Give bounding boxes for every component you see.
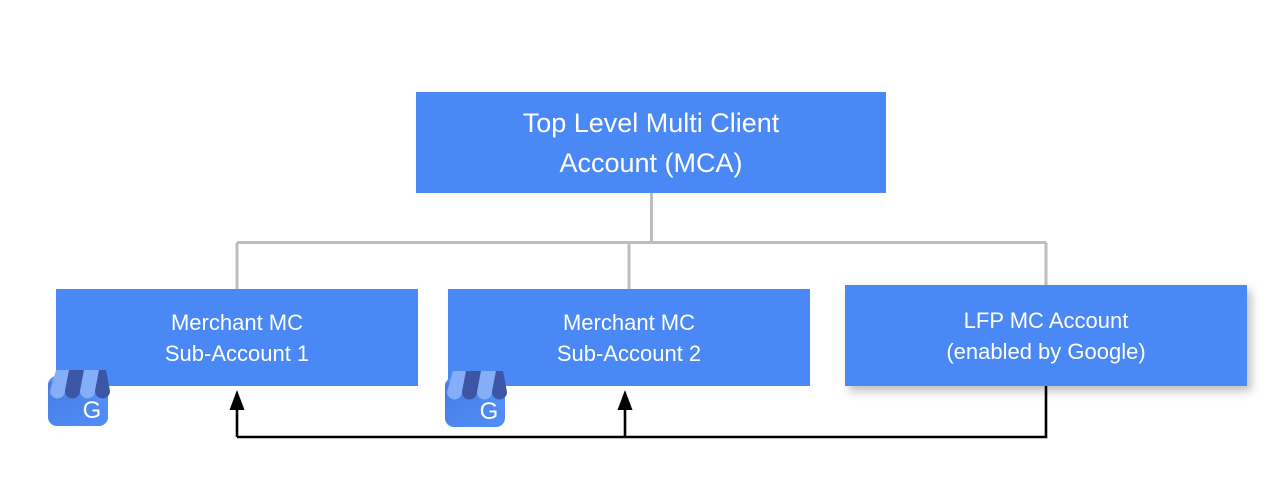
node-top-level-mca-label: Top Level Multi Client Account (MCA)	[522, 107, 780, 178]
gbp-awning-stripe-4	[95, 370, 110, 399]
tree-connectors	[235, 193, 1048, 289]
gbp-g-letter: G	[480, 398, 499, 425]
gbp-awning-stripe-1	[447, 371, 466, 400]
gbp-g-letter: G	[83, 397, 102, 424]
node-merchant-sub-account-2[interactable]: Merchant MC Sub-Account 2	[448, 289, 810, 386]
node-lfp-mc-account-label: LFP MC Account (enabled by Google)	[946, 307, 1146, 364]
gbp-awning	[50, 370, 110, 399]
node-top-level-mca[interactable]: Top Level Multi Client Account (MCA)	[416, 92, 886, 193]
arrowhead-sub1-icon	[229, 390, 245, 410]
gbp-awning-stripe-4	[492, 371, 507, 400]
feedback-arrowheads	[229, 390, 633, 410]
node-lfp-mc-account[interactable]: LFP MC Account (enabled by Google)	[845, 285, 1247, 386]
node-merchant-sub-account-1-label: Merchant MC Sub-Account 1	[164, 309, 310, 366]
feedback-from-lfp	[237, 386, 1048, 439]
node-merchant-sub-account-1[interactable]: Merchant MC Sub-Account 1	[56, 289, 418, 386]
gbp-awning-stripe-2	[462, 371, 481, 400]
gbp-awning-stripe-3	[477, 371, 496, 400]
gbp-awning-stripe-1	[50, 370, 69, 399]
google-business-profile-icon: G	[48, 370, 110, 426]
arrowhead-sub2-icon	[617, 390, 633, 410]
feedback-path	[235, 386, 1048, 439]
node-merchant-sub-account-2-label: Merchant MC Sub-Account 2	[556, 309, 702, 366]
google-business-profile-icon: G	[445, 371, 507, 427]
gbp-awning-stripe-3	[80, 370, 99, 399]
gbp-awning-stripe-2	[65, 370, 84, 399]
gbp-awning	[447, 371, 507, 400]
